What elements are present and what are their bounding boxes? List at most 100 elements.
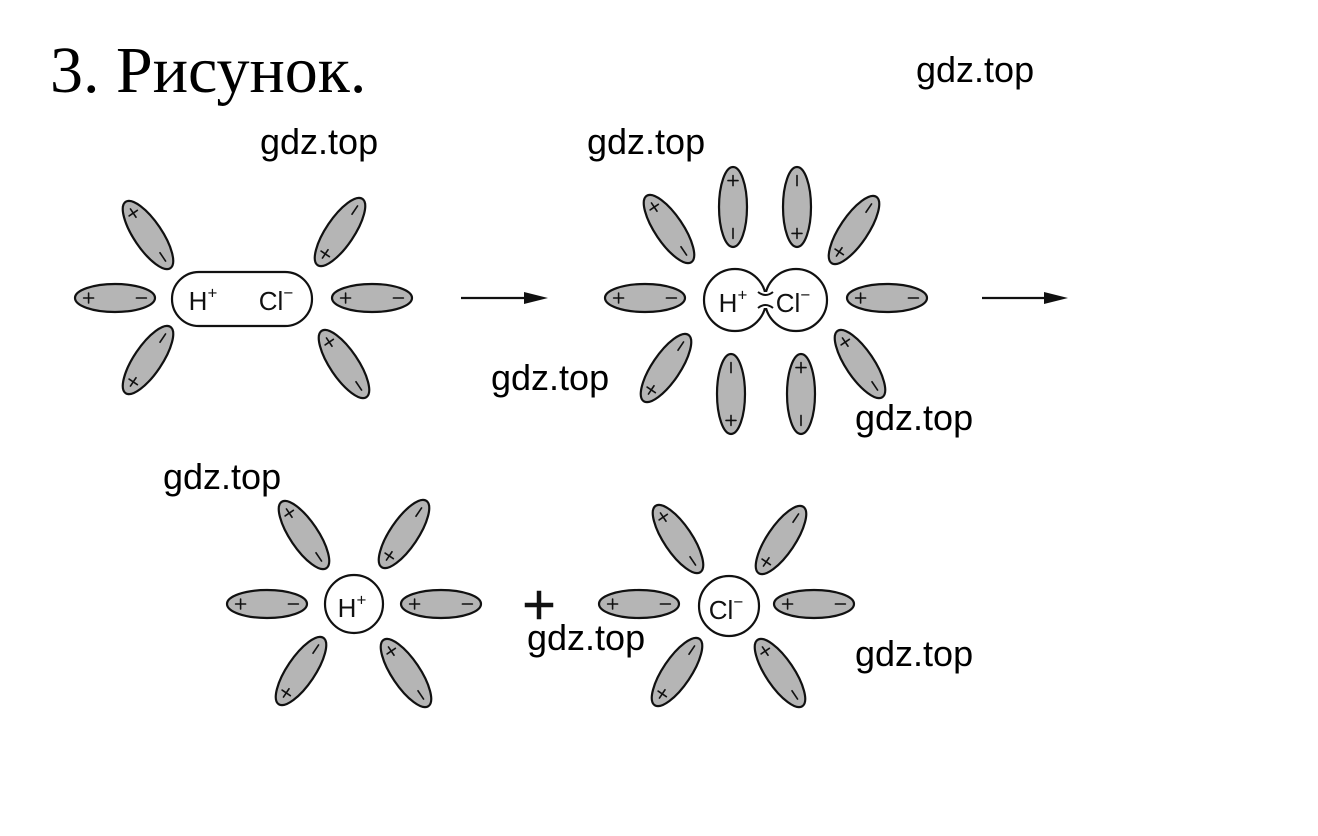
minus-sign bbox=[312, 644, 320, 655]
dipole-body bbox=[317, 328, 371, 400]
minus-sign bbox=[791, 689, 799, 700]
minus-sign bbox=[865, 203, 873, 214]
water-dipole bbox=[379, 637, 433, 709]
water-dipole bbox=[639, 332, 693, 404]
arrow-head bbox=[1044, 292, 1068, 304]
reaction-arrow bbox=[982, 292, 1068, 304]
plus-sign bbox=[657, 690, 668, 698]
dipole-body bbox=[845, 282, 929, 314]
dipole-body bbox=[715, 352, 747, 436]
cl-minus-label: Cl− bbox=[776, 285, 811, 318]
dipole-body bbox=[377, 498, 431, 570]
watermark-text: gdz.top bbox=[855, 633, 974, 674]
minus-sign bbox=[159, 333, 167, 344]
water-dipole bbox=[73, 282, 157, 314]
reaction-arrow bbox=[461, 292, 548, 304]
water-dipole bbox=[785, 352, 817, 436]
water-dipole bbox=[717, 165, 749, 249]
ion-bridge bbox=[757, 291, 774, 309]
dipole-body bbox=[781, 165, 813, 249]
hcl-molecule: H+ Cl− bbox=[170, 270, 314, 328]
hydrated-cl-minus: Cl− bbox=[697, 574, 761, 638]
water-dipole bbox=[715, 352, 747, 436]
dipole-body bbox=[833, 328, 887, 400]
watermark-text: gdz.top bbox=[163, 456, 282, 497]
water-dipole bbox=[651, 503, 705, 575]
dipole-body bbox=[772, 588, 856, 620]
h-plus-ion bbox=[323, 573, 385, 635]
water-dipole bbox=[650, 636, 704, 708]
h-plus-label: H+ bbox=[189, 283, 218, 316]
dipole-body bbox=[785, 352, 817, 436]
plus-sign bbox=[384, 552, 395, 560]
plus-sign bbox=[386, 647, 397, 655]
watermark-text: gdz.top bbox=[527, 617, 646, 658]
plus-sign bbox=[658, 513, 669, 521]
polarised-hcl: H+ Cl− bbox=[702, 267, 829, 333]
dipole-body bbox=[597, 588, 681, 620]
h-plus-label: H+ bbox=[719, 285, 748, 318]
plus-sign bbox=[324, 338, 335, 346]
plus-sign bbox=[281, 689, 292, 697]
water-dipole bbox=[603, 282, 687, 314]
cl-minus-label: Cl− bbox=[259, 283, 294, 316]
minus-sign bbox=[871, 380, 879, 391]
watermark-text: gdz.top bbox=[491, 357, 610, 398]
cl-minus-label: Cl− bbox=[709, 592, 744, 625]
dipole-body bbox=[379, 637, 433, 709]
dipole-body bbox=[603, 282, 687, 314]
water-dipole bbox=[225, 588, 309, 620]
arrow-head bbox=[524, 292, 548, 304]
minus-sign bbox=[688, 645, 696, 656]
dipole-body bbox=[277, 499, 331, 571]
water-dipole bbox=[274, 635, 328, 707]
water-dipole bbox=[845, 282, 929, 314]
minus-sign bbox=[351, 205, 359, 216]
dipole-body bbox=[225, 588, 309, 620]
watermark-text: gdz.top bbox=[855, 397, 974, 438]
dipole-body bbox=[651, 503, 705, 575]
water-dipoles bbox=[73, 165, 929, 709]
dipole-body bbox=[274, 635, 328, 707]
dipole-body bbox=[313, 196, 367, 268]
minus-sign bbox=[417, 689, 425, 700]
minus-sign bbox=[689, 555, 697, 566]
watermark-text: gdz.top bbox=[916, 49, 1035, 90]
water-dipole bbox=[781, 165, 813, 249]
plus-operator bbox=[524, 590, 554, 620]
dipole-body bbox=[330, 282, 414, 314]
dipole-body bbox=[717, 165, 749, 249]
dipole-body bbox=[753, 637, 807, 709]
ion-bridge bbox=[758, 292, 773, 308]
dipole-body bbox=[399, 588, 483, 620]
plus-sign bbox=[834, 248, 845, 256]
page-title: 3. Рисунок. bbox=[50, 34, 367, 107]
dipole-body bbox=[73, 282, 157, 314]
minus-sign bbox=[315, 551, 323, 562]
water-dipole bbox=[277, 499, 331, 571]
plus-sign bbox=[320, 250, 331, 258]
dipole-body bbox=[827, 194, 881, 266]
water-dipole bbox=[754, 504, 808, 576]
water-dipole bbox=[833, 328, 887, 400]
water-dipole bbox=[121, 199, 175, 271]
minus-sign bbox=[792, 513, 800, 524]
ions-layer: H+ Cl− H+ Cl− H+ Cl− bbox=[170, 267, 829, 638]
hydrated-h-plus: H+ bbox=[323, 573, 385, 635]
minus-sign bbox=[355, 380, 363, 391]
dipole-body bbox=[121, 199, 175, 271]
water-dipole bbox=[399, 588, 483, 620]
minus-sign bbox=[415, 507, 423, 518]
cl-minus-ion bbox=[697, 574, 761, 638]
hcl-capsule bbox=[170, 270, 314, 328]
arrows-layer bbox=[461, 292, 1068, 620]
dipole-body bbox=[754, 504, 808, 576]
water-dipole bbox=[642, 193, 696, 265]
water-dipole bbox=[317, 328, 371, 400]
dipole-body bbox=[642, 193, 696, 265]
minus-sign bbox=[677, 341, 685, 352]
water-dipole bbox=[753, 637, 807, 709]
water-dipole bbox=[313, 196, 367, 268]
